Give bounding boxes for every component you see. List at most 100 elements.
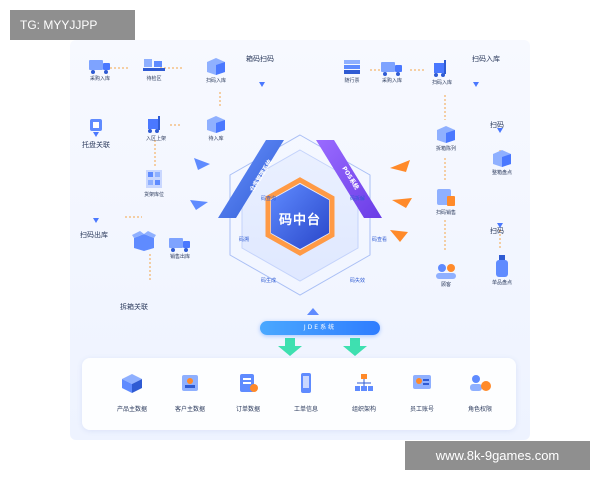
tag-unbox-link: 拆箱关联	[120, 303, 148, 311]
master-item-workorder[interactable]: 工单信息	[278, 372, 334, 413]
green-arrow-down-right	[343, 338, 367, 356]
truck-icon	[89, 60, 110, 74]
forklift-icon	[148, 116, 160, 133]
tag-scan2-right: 扫码	[490, 227, 504, 235]
node-whole-box-check[interactable]: 整箱盘点	[482, 148, 522, 176]
blue-arrow-left-1	[194, 158, 210, 170]
box-icon	[207, 116, 225, 133]
outer-hex-outline	[229, 134, 371, 296]
master-data-panel: 产品主数据 客户主数据 订单数据 工单信息 组织架构	[82, 358, 516, 430]
node-unbox-display[interactable]: 拆箱陈列	[426, 124, 466, 152]
work-order-icon	[301, 373, 311, 393]
node-label: 货架库位	[143, 192, 164, 198]
node-label: 入区上架	[145, 136, 166, 142]
customer-data-icon	[182, 375, 198, 391]
node-scan-in-left[interactable]: 扫码入库	[198, 56, 234, 84]
master-item-staff[interactable]: 员工账号	[394, 372, 450, 413]
master-item-org[interactable]: 组织架构	[336, 372, 392, 413]
role-permission-icon	[470, 375, 491, 391]
tag-scan-right: 扫码	[490, 121, 504, 129]
node-unbox[interactable]	[128, 230, 160, 252]
box-icon	[437, 126, 455, 143]
node-with-doc[interactable]: 随行票	[334, 58, 370, 84]
master-item-label: 订单数据	[235, 406, 260, 413]
left-band-shape	[218, 140, 284, 218]
hex-tag-split[interactable]: 码拆解	[350, 196, 366, 202]
org-chart-icon	[355, 374, 373, 391]
core-hex	[271, 184, 329, 249]
hex-tag-generate[interactable]: 码生成	[261, 278, 277, 284]
core-ring	[265, 177, 335, 256]
node-scan-sales[interactable]: 扫码销售	[426, 186, 466, 216]
orange-arrow-right-1	[390, 160, 410, 172]
conveyor-icon	[143, 59, 165, 71]
tag-scan-out: 扫码出库	[80, 231, 108, 239]
node-label: 待入库	[208, 136, 224, 142]
shelf-icon	[146, 170, 162, 188]
node-label: 扫码入库	[205, 78, 226, 84]
master-item-label: 角色权限	[467, 406, 492, 413]
hex-tag-trace[interactable]: 码溯	[239, 237, 250, 243]
tag-pallet-link: 托盘关联	[82, 141, 110, 149]
orange-arrow-right-3	[390, 230, 408, 242]
node-shelf[interactable]: 货架库位	[134, 168, 174, 198]
tag-scan-in-right: 扫码入库	[472, 55, 500, 63]
core-title: 码中台	[278, 213, 321, 228]
node-label: 单品盘点	[491, 280, 512, 286]
document-stack-icon	[344, 60, 360, 74]
right-band-shape	[316, 140, 382, 218]
open-box-icon	[132, 231, 156, 251]
truck-icon	[381, 62, 402, 76]
hex-tag-view[interactable]: 码查看	[372, 237, 388, 243]
node-scan-in-right[interactable]: 扫码入库	[422, 58, 462, 86]
scanner-icon	[90, 119, 102, 131]
node-label: 待检区	[146, 76, 162, 82]
customer-icon	[436, 264, 456, 279]
master-item-label: 工单信息	[293, 406, 318, 413]
bottle-icon	[496, 255, 508, 277]
box-icon	[207, 58, 225, 75]
node-customer[interactable]: 顾客	[426, 262, 466, 288]
node-label: 顾客	[440, 282, 451, 288]
watermark-bottom-right: www.8k-9games.com	[405, 441, 590, 470]
master-item-customer[interactable]: 客户主数据	[162, 372, 218, 413]
node-label: 采购入库	[89, 76, 110, 82]
box-icon	[493, 150, 511, 167]
node-label: 随行票	[344, 78, 360, 84]
master-item-label: 产品主数据	[116, 406, 147, 413]
watermark-top-left: TG: MYYJJPP	[10, 10, 135, 40]
master-item-label: 组织架构	[351, 406, 376, 413]
forklift-icon	[434, 60, 446, 77]
master-item-product[interactable]: 产品主数据	[104, 372, 160, 413]
node-purchase-in-right[interactable]: 采购入库	[374, 58, 410, 84]
product-data-icon	[122, 374, 142, 393]
node-pending-in[interactable]: 待入库	[198, 114, 234, 142]
orange-arrow-right-2	[392, 198, 412, 208]
blue-arrow-up	[307, 308, 319, 315]
hex-tag-query[interactable]: 码查询	[261, 196, 277, 202]
master-item-label: 员工账号	[409, 406, 434, 413]
node-pending[interactable]: 待检区	[136, 56, 172, 82]
node-label: 扫码入库	[431, 80, 452, 86]
master-item-order[interactable]: 订单数据	[220, 372, 276, 413]
right-flow-connectors	[370, 69, 501, 250]
left-flow-connectors	[110, 67, 221, 280]
node-pallet-scan[interactable]	[88, 118, 104, 132]
node-label: 扫码销售	[435, 210, 456, 216]
node-in-shelf[interactable]: 入区上架	[138, 114, 174, 142]
node-single-check[interactable]: 单品盘点	[482, 254, 522, 286]
node-label: 拆箱陈列	[435, 146, 456, 152]
master-item-role[interactable]: 角色权限	[452, 372, 508, 413]
diagram-background: 仓库管理系统 POS系统	[93, 67, 503, 356]
hex-tag-invalid[interactable]: 码失效	[350, 278, 366, 284]
small-down-arrows	[93, 82, 503, 228]
jde-system-band[interactable]: JDE系统	[260, 321, 380, 335]
green-arrow-down-left	[278, 338, 302, 356]
scan-sales-icon	[437, 189, 455, 206]
diagram-card: 仓库管理系统 POS系统	[70, 40, 530, 440]
node-label: 采购入库	[381, 78, 402, 84]
node-purchase-in-left[interactable]: 采购入库	[82, 56, 118, 82]
tag-box-scan: 箱码扫码	[246, 55, 274, 63]
node-sales-out-left[interactable]: 销售出库	[162, 234, 198, 260]
node-label: 整箱盘点	[491, 170, 512, 176]
